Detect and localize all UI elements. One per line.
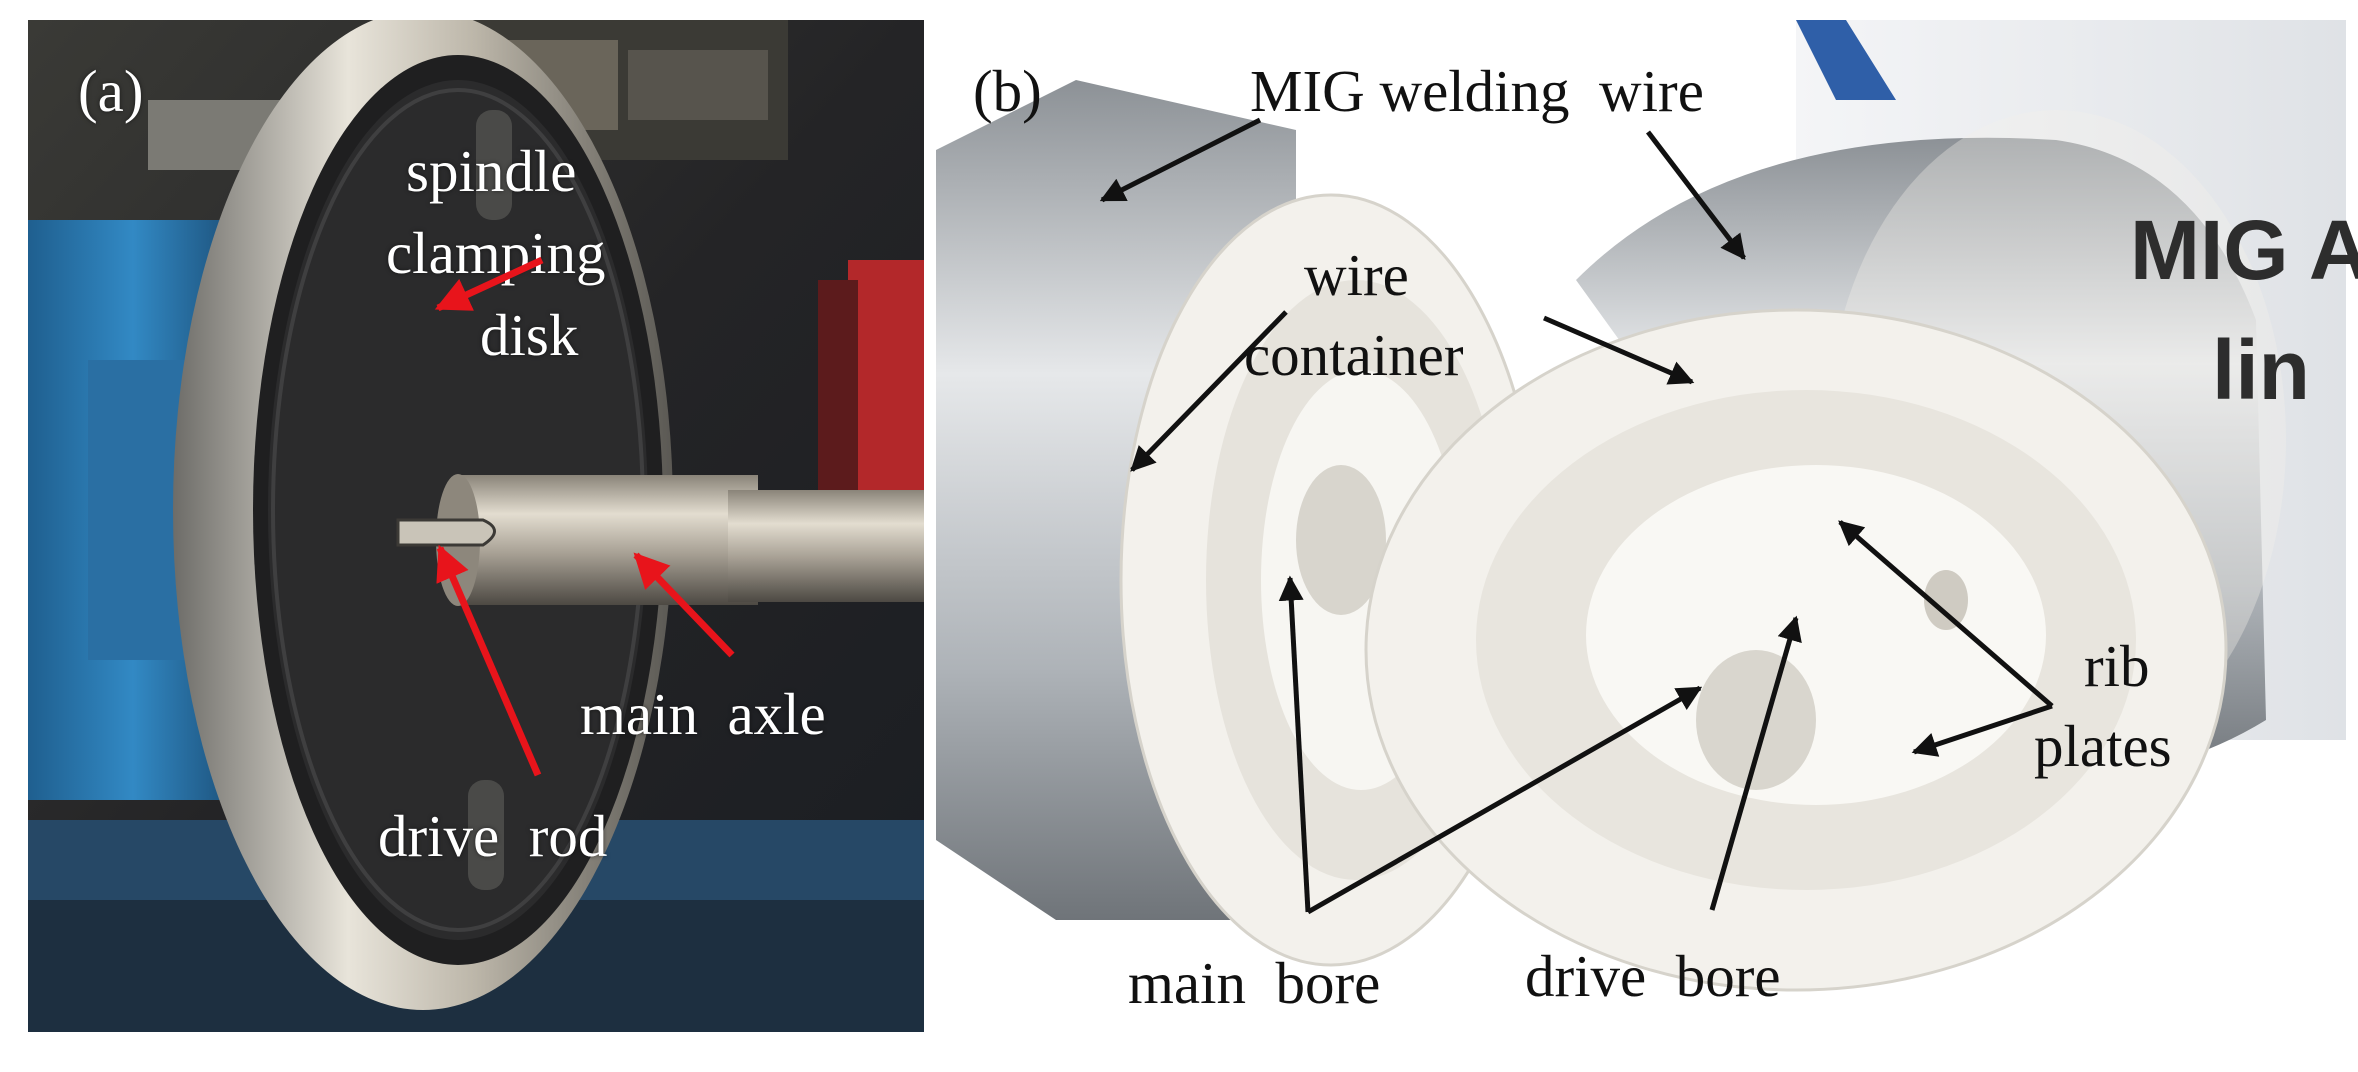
wire-container-label-line1: wire — [1304, 242, 1409, 308]
box-print-line1: MIG Al — [2130, 203, 2358, 297]
main-bore-label: main bore — [1128, 950, 1381, 1016]
photo-panel-a: (a) spindle clamping disk main axle driv… — [28, 20, 924, 1032]
wire-container-label-line2: container — [1244, 322, 1464, 388]
panel-b-label: (b) — [973, 58, 1042, 124]
rib-plates-label-line2: plates — [2034, 713, 2172, 779]
spindle-clamping-disk-label-line3: disk — [480, 302, 579, 368]
spindle-machine-photo — [28, 20, 924, 1032]
drive-rod-label: drive rod — [378, 803, 608, 869]
drive-bore-label: drive bore — [1525, 943, 1781, 1009]
wire-spools-photo — [936, 20, 2346, 992]
mig-welding-wire-label: MIG welding wire — [1250, 58, 1704, 124]
photo-panel-b — [936, 20, 2346, 1032]
spindle-clamping-disk-label-line2: clamping — [386, 220, 606, 286]
main-axle-label: main axle — [580, 681, 826, 747]
spindle-clamping-disk-label-line1: spindle — [406, 138, 577, 204]
box-print-line2: lin — [2212, 323, 2310, 417]
rib-plates-label-line1: rib — [2084, 633, 2150, 699]
panel-a-label: (a) — [78, 58, 144, 124]
